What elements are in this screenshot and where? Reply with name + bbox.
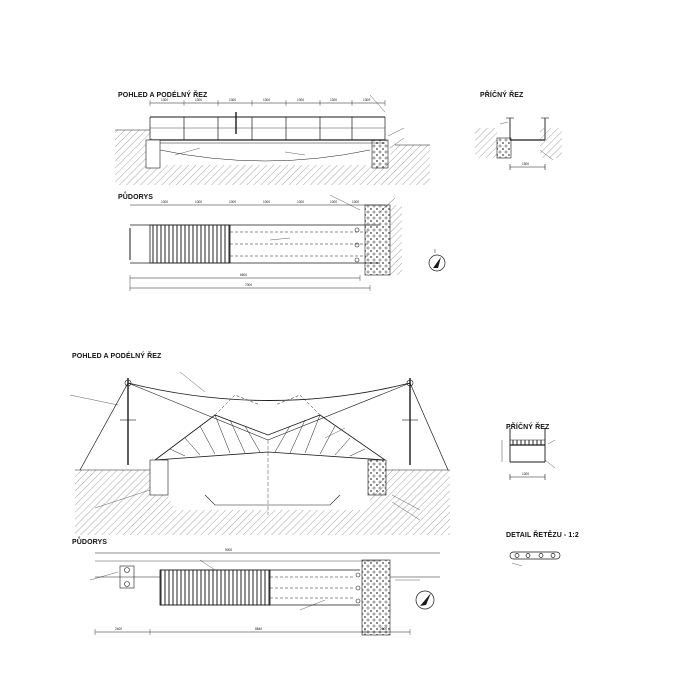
title-bottom-cross-section: PŘÍČNÝ ŘEZ <box>506 424 550 431</box>
dim-top-plan-5: 1000 <box>297 200 304 204</box>
north-arrow-icon <box>415 590 435 610</box>
dim-top-elev-5: 1300 <box>297 98 304 102</box>
dim-bottom-plan-right: 2000 <box>380 627 387 631</box>
bottom-cross-section-view <box>501 428 556 480</box>
top-cross-section-view <box>475 117 562 170</box>
title-chain-detail: DETAIL ŘETĚZU - 1:2 <box>506 532 579 539</box>
dim-bottom-cross-width: 1300 <box>522 472 529 476</box>
dim-top-plan-3: 1000 <box>229 200 236 204</box>
dim-top-elev-4: 1300 <box>263 98 270 102</box>
dim-top-plan-6: 1000 <box>330 200 337 204</box>
dim-top-elev-3: 1300 <box>229 98 236 102</box>
dim-top-plan-4: 1000 <box>263 200 270 204</box>
title-top-elevation: POHLED A PODÉLNÝ ŘEZ <box>118 92 208 99</box>
title-bottom-plan: PŮDORYS <box>72 539 108 546</box>
dim-bottom-plan-total-a: 9000 <box>225 548 232 552</box>
chain-link-icon <box>509 551 561 567</box>
dim-top-plan-total-a: 6600 <box>240 273 247 277</box>
dim-top-plan-7: 1000 <box>352 200 359 204</box>
north-arrow-icon <box>428 249 446 272</box>
dim-top-elev-1: 1300 <box>161 98 168 102</box>
bottom-plan-view <box>89 552 440 636</box>
top-elevation-view <box>115 94 430 185</box>
dim-top-elev-7: 1300 <box>363 98 370 102</box>
dim-top-plan-1: 1000 <box>161 200 168 204</box>
bottom-elevation-view <box>69 371 450 535</box>
dim-bottom-plan-total-b: 8840 <box>255 627 262 631</box>
dim-top-cross-width: 1500 <box>522 162 529 166</box>
title-bottom-elevation: POHLED A PODÉLNÝ ŘEZ <box>72 353 162 360</box>
dim-top-plan-2: 1000 <box>195 200 202 204</box>
dim-top-elev-6: 1300 <box>330 98 337 102</box>
title-top-plan: PŮDORYS <box>118 194 154 201</box>
dim-top-elev-2: 1300 <box>195 98 202 102</box>
dim-top-plan-total-b: 7000 <box>245 283 252 287</box>
title-top-cross-section: PŘÍČNÝ ŘEZ <box>480 92 524 99</box>
dim-bottom-plan-left: 2400 <box>115 627 122 631</box>
top-plan-view <box>129 194 402 291</box>
dimension-labels: 1300 1300 1300 1300 1300 1300 1300 1000 … <box>115 98 529 631</box>
